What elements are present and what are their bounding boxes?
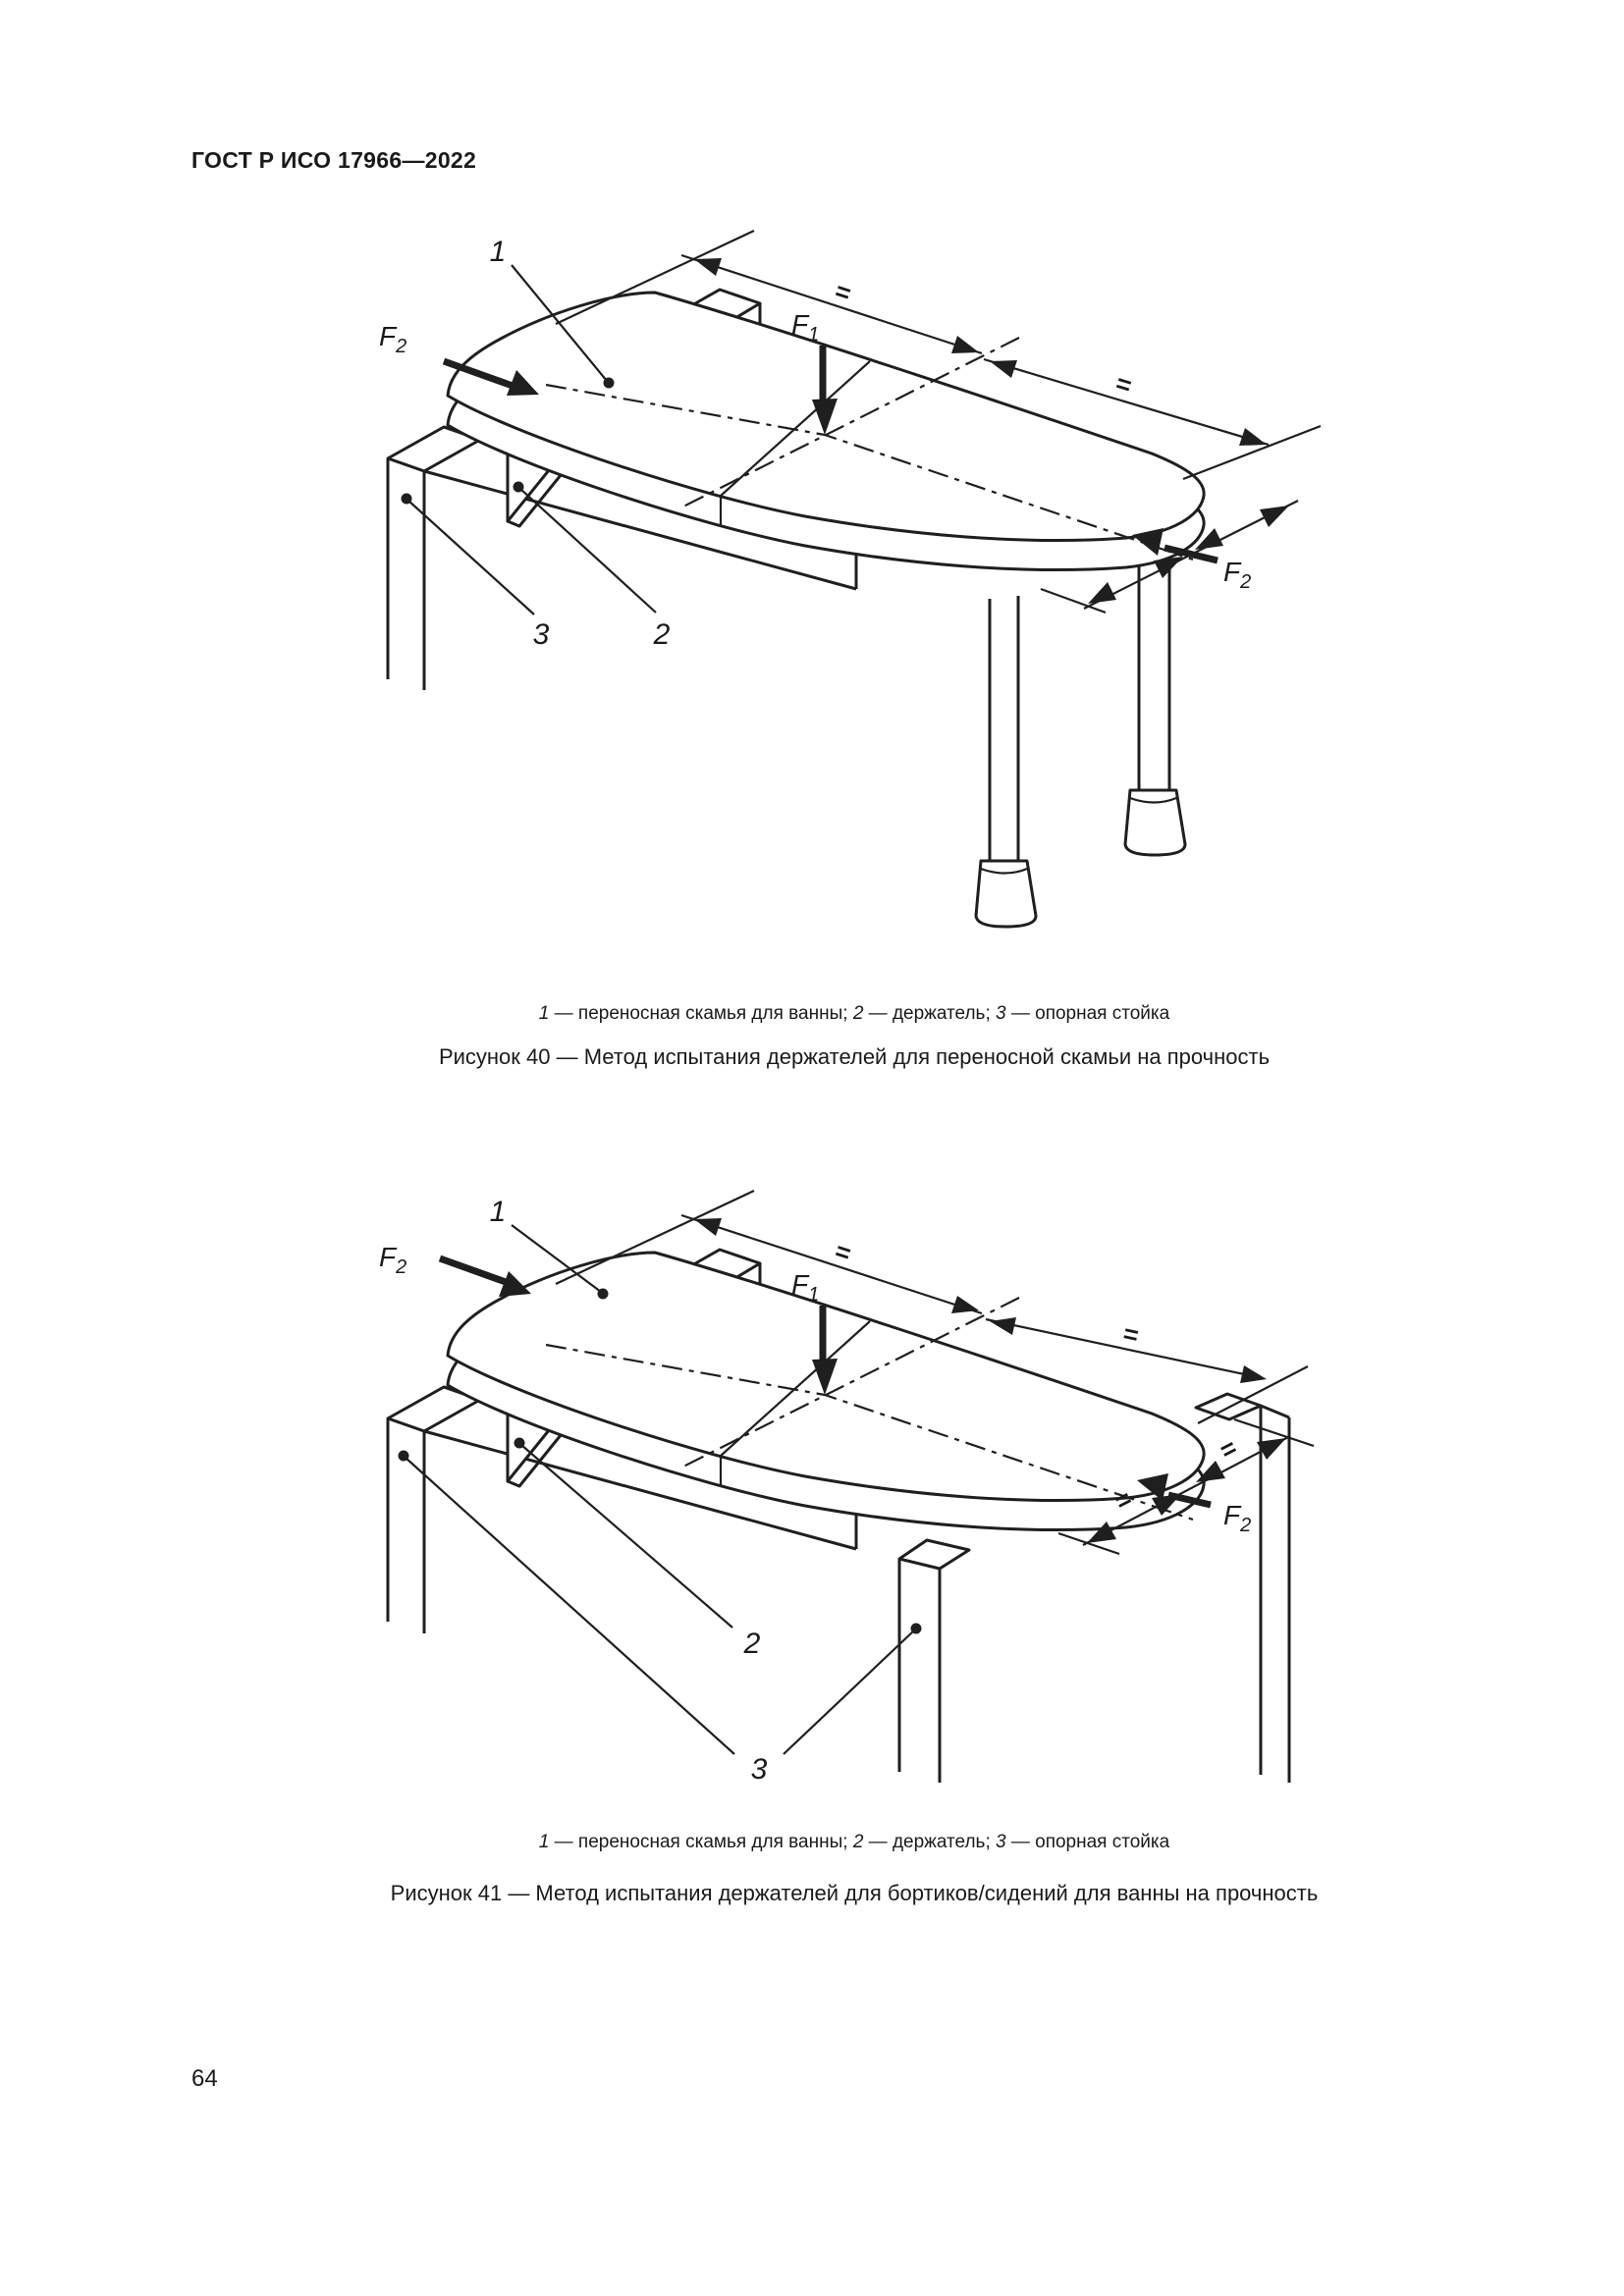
extension-line-left bbox=[555, 1190, 755, 1285]
caption-item-number: 3 bbox=[996, 1003, 1006, 1024]
equal-mark: = bbox=[1120, 1318, 1141, 1351]
transverse-centerline bbox=[682, 337, 1020, 507]
equal-mark: = bbox=[832, 276, 855, 308]
force-label-f1: F1 bbox=[791, 1269, 819, 1306]
caption-item-number: 2 bbox=[852, 1832, 864, 1852]
support-post bbox=[386, 425, 482, 690]
figure-40-title: Рисунок 40 — Метод испытания держателей … bbox=[438, 1044, 1271, 1069]
bench-leg-rear bbox=[1123, 527, 1187, 857]
figure-41-drawing: = = = = F1 F2 bbox=[379, 1190, 1315, 1786]
dimension-line-a: = bbox=[680, 253, 983, 355]
caption-item-number: 1 bbox=[538, 1003, 550, 1024]
force-arrow-f2-right: F2 bbox=[1132, 528, 1251, 593]
support-post-left bbox=[386, 1385, 482, 1633]
seat-seam-line bbox=[719, 360, 871, 525]
standard-header: ГОСТ Р ИСО 17966—2022 bbox=[191, 147, 477, 173]
leader-1: 1 bbox=[490, 236, 615, 389]
figure-40-drawing: = = F1 F2 bbox=[379, 230, 1322, 929]
caption-item-number: 2 bbox=[852, 1003, 864, 1024]
caption-item-number: 3 bbox=[996, 1832, 1006, 1852]
dim-arrowhead bbox=[1087, 1522, 1116, 1543]
extension-line-bottom bbox=[1040, 587, 1107, 614]
dim-arrowhead bbox=[1196, 1461, 1225, 1482]
extension-line-tab bbox=[1233, 1417, 1315, 1448]
page-number: 64 bbox=[191, 2065, 218, 2092]
force-arrow-f1: F1 bbox=[791, 309, 838, 435]
force-arrow-f2-left: F2 bbox=[379, 1242, 531, 1297]
dimension-line-b: = bbox=[985, 1317, 1267, 1383]
caption-item-number: 1 bbox=[538, 1832, 550, 1852]
leader-1: 1 bbox=[490, 1196, 609, 1300]
dimension-line-a: = bbox=[680, 1213, 983, 1315]
leader-3: 3 bbox=[401, 493, 550, 651]
part-label-3: 3 bbox=[533, 618, 550, 651]
part-label-2: 2 bbox=[653, 618, 671, 651]
force-arrow-f2-right: F2 bbox=[1137, 1473, 1251, 1536]
figure-40-caption: 1 — переносная скамья для ванны; 2 — дер… bbox=[538, 1003, 1170, 1024]
dim-arrowhead bbox=[990, 1317, 1016, 1335]
dim-arrowhead bbox=[694, 1218, 722, 1236]
equal-mark: = bbox=[832, 1236, 855, 1268]
leader-2: 2 bbox=[514, 1437, 761, 1660]
extension-line-left bbox=[555, 230, 755, 325]
extension-line-bottom bbox=[1057, 1531, 1120, 1556]
force-label-f2: F2 bbox=[1223, 557, 1251, 593]
transverse-centerline bbox=[682, 1297, 1020, 1468]
dim-arrowhead bbox=[1154, 557, 1183, 578]
part-label-2: 2 bbox=[743, 1628, 761, 1660]
extension-line-right bbox=[1197, 1365, 1309, 1424]
dimension-line-end bbox=[1083, 500, 1299, 610]
equal-mark: = bbox=[1112, 368, 1135, 400]
force-arrow-f2-left: F2 bbox=[379, 321, 539, 396]
dim-arrowhead bbox=[951, 1296, 979, 1313]
part-label-1: 1 bbox=[490, 1196, 507, 1228]
bench-leg-front bbox=[974, 596, 1038, 929]
support-post-far-right bbox=[1194, 1392, 1291, 1783]
dim-arrowhead bbox=[1239, 428, 1267, 446]
force-label-f2: F2 bbox=[379, 321, 406, 357]
support-post-right bbox=[897, 1538, 971, 1783]
dim-arrowhead bbox=[951, 336, 979, 353]
figure-41-title: Рисунок 41 — Метод испытания держателей … bbox=[390, 1881, 1319, 1905]
force-label-f2: F2 bbox=[379, 1242, 406, 1278]
extension-line-right bbox=[1182, 424, 1322, 481]
figure-41-caption: 1 — переносная скамья для ванны; 2 — дер… bbox=[538, 1832, 1170, 1852]
leader-3: 3 bbox=[398, 1450, 922, 1786]
dim-arrowhead bbox=[1257, 1438, 1286, 1460]
force-label-f2: F2 bbox=[1223, 1500, 1251, 1536]
dim-arrowhead bbox=[1195, 528, 1223, 550]
dim-arrowhead bbox=[1240, 1365, 1267, 1383]
leader-2: 2 bbox=[513, 481, 671, 651]
dim-arrowhead bbox=[1088, 582, 1116, 604]
seat-seam-line bbox=[719, 1320, 871, 1485]
dim-arrowhead bbox=[694, 258, 722, 276]
dim-arrowhead bbox=[1260, 506, 1289, 527]
force-label-f1: F1 bbox=[791, 309, 819, 346]
equal-mark: = bbox=[1215, 1432, 1241, 1466]
dim-arrowhead bbox=[990, 360, 1017, 378]
force-arrow-f1: F1 bbox=[791, 1269, 838, 1395]
part-label-1: 1 bbox=[490, 236, 507, 268]
part-label-3: 3 bbox=[751, 1753, 768, 1786]
